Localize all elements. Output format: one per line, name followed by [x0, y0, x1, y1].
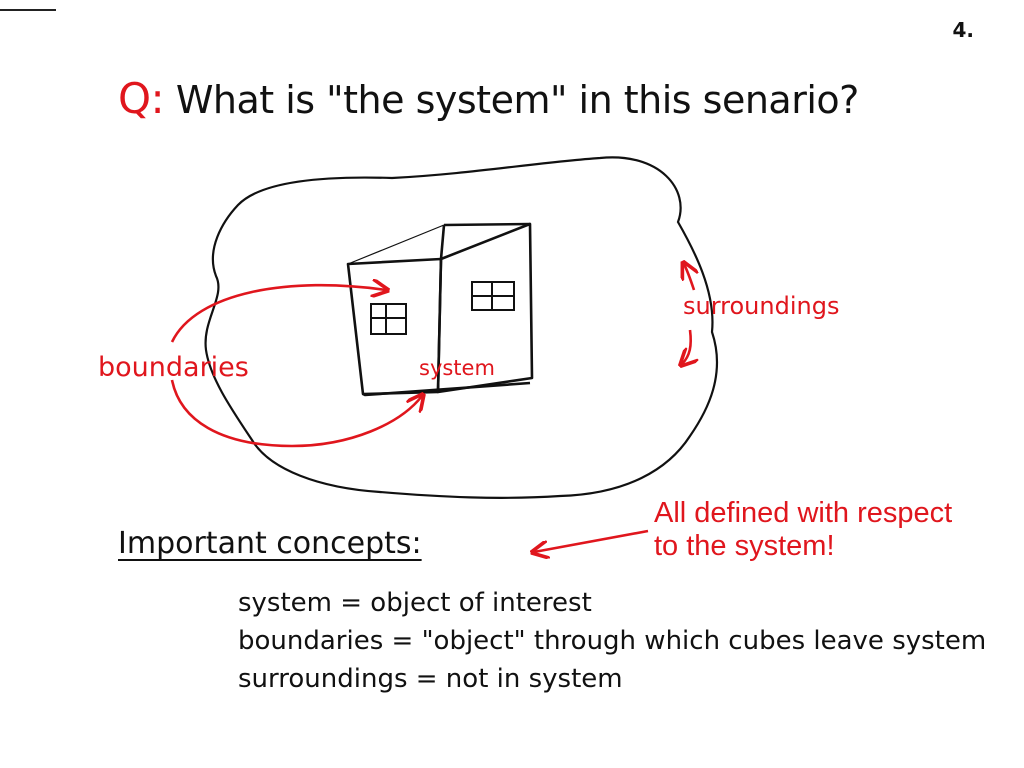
surroundings-cloud	[204, 156, 719, 499]
boundary-arrow-upper	[170, 285, 386, 343]
window-icon	[471, 281, 515, 311]
page-number: 4.	[952, 18, 974, 42]
definition-surroundings: surroundings = not in system	[238, 664, 623, 694]
concepts-heading: Important concepts:	[118, 526, 422, 561]
note-text: All defined with respect to the system!	[654, 497, 1014, 563]
system-cube	[346, 222, 534, 397]
note-arrow	[534, 529, 649, 552]
system-label: system	[419, 356, 495, 380]
definition-boundaries: boundaries = "object" through which cube…	[238, 626, 987, 656]
concept-definitions: system = object of interest boundaries =…	[238, 584, 986, 698]
boundaries-label: boundaries	[98, 352, 249, 383]
definition-system: system = object of interest	[238, 588, 592, 618]
surroundings-label: surroundings	[683, 292, 839, 320]
boundary-arrow-lower	[170, 379, 422, 448]
note-line: All defined with respect	[654, 497, 953, 529]
corner-divider	[0, 9, 56, 11]
surroundings-arrow-lower	[682, 329, 691, 364]
surroundings-arrow-upper	[684, 264, 694, 291]
question-text: What is "the system" in this senario?	[175, 78, 860, 122]
note-line: to the system!	[654, 530, 835, 562]
question-prefix: Q:	[118, 74, 165, 123]
window-icon	[370, 303, 407, 335]
question-heading: Q: What is "the system" in this senario?	[118, 74, 859, 123]
